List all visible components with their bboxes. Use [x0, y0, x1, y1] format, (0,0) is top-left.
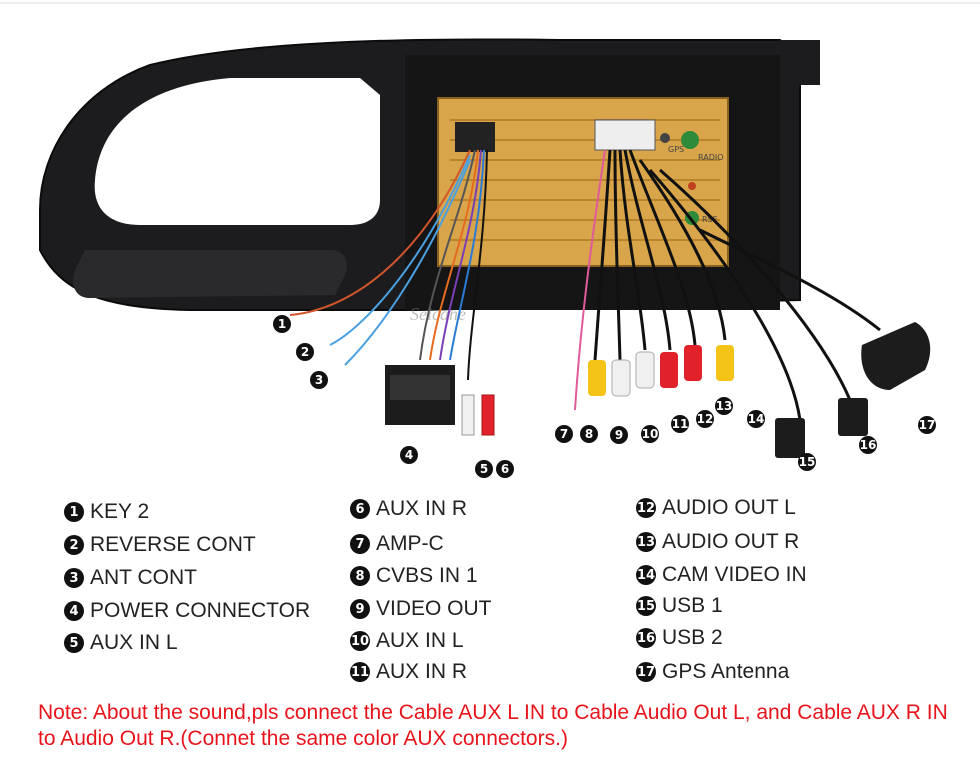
callout-9: 9 — [610, 426, 628, 444]
legend-label: AUX IN R — [376, 660, 468, 683]
rse-label: RSE — [702, 215, 718, 224]
legend-num: 14 — [636, 565, 656, 585]
legend-label: CVBS IN 1 — [376, 564, 478, 587]
legend-item-8: 8 CVBS IN 1 — [350, 564, 478, 588]
legend-label: USB 1 — [662, 594, 723, 617]
callout-2: 2 — [296, 343, 314, 361]
gps-antenna — [861, 322, 931, 390]
legend-num: 2 — [64, 535, 84, 555]
legend-num: 7 — [350, 534, 370, 554]
legend-num: 3 — [64, 568, 84, 588]
legend-item-9: 9 VIDEO OUT — [350, 597, 492, 621]
legend-item-4: 4 POWER CONNECTOR — [64, 599, 310, 623]
callout-11: 11 — [671, 415, 689, 433]
legend-num: 8 — [350, 566, 370, 586]
legend-item-6: 6 AUX IN R — [350, 497, 467, 521]
callout-10: 10 — [641, 425, 659, 443]
callout-12: 12 — [696, 410, 714, 428]
legend-num: 10 — [350, 631, 370, 651]
callout-6: 6 — [496, 460, 514, 478]
power-harness-socket — [455, 122, 495, 152]
legend-item-14: 14 CAM VIDEO IN — [636, 563, 807, 587]
legend-num: 6 — [350, 499, 370, 519]
watermark: Seicane — [410, 304, 466, 324]
legend-label: ANT CONT — [90, 566, 197, 589]
legend-label: AMP-C — [376, 532, 444, 555]
callout-5: 5 — [475, 460, 493, 478]
aux-rca-5-6 — [461, 394, 495, 436]
radio-antenna-port — [681, 131, 699, 149]
legend-item-16: 16 USB 2 — [636, 626, 723, 650]
legend-num: 15 — [636, 596, 656, 616]
head-unit-illustration: GPS RADIO RSE Seicane — [0, 2, 980, 458]
legend-label: REVERSE CONT — [90, 533, 256, 556]
callout-15: 15 — [798, 453, 816, 471]
rca-jacks — [588, 345, 734, 397]
legend-item-12: 12 AUDIO OUT L — [636, 496, 796, 520]
legend-num: 13 — [636, 532, 656, 552]
rca-cable-bundle — [574, 149, 881, 421]
usb1-plug — [775, 418, 805, 458]
legend-label: USB 2 — [662, 626, 723, 649]
usb2-plug — [838, 398, 868, 436]
callout-7: 7 — [555, 425, 573, 443]
legend-item-2: 2 REVERSE CONT — [64, 533, 256, 557]
legend-num: 1 — [64, 502, 84, 522]
legend-num: 5 — [64, 633, 84, 653]
legend-item-7: 7 AMP-C — [350, 532, 444, 556]
legend-item-15: 15 USB 1 — [636, 594, 723, 618]
legend-item-3: 3 ANT CONT — [64, 566, 197, 590]
legend-item-13: 13 AUDIO OUT R — [636, 530, 799, 554]
callout-8: 8 — [580, 425, 598, 443]
legend-item-1: 1 KEY 2 — [64, 500, 149, 524]
legend-num: 9 — [350, 599, 370, 619]
legend-num: 4 — [64, 601, 84, 621]
legend-num: 11 — [350, 662, 370, 682]
legend-num: 17 — [636, 662, 656, 682]
legend-item-10: 10 AUX IN L — [350, 629, 464, 653]
legend-label: AUDIO OUT L — [662, 496, 796, 519]
legend-num: 12 — [636, 498, 656, 518]
radio-label: RADIO — [698, 153, 724, 162]
legend-item-17: 17 GPS Antenna — [636, 660, 789, 684]
legend-label: AUX IN R — [376, 497, 468, 520]
callout-4: 4 — [400, 446, 418, 464]
legend-item-5: 5 AUX IN L — [64, 631, 178, 655]
legend-label: AUX IN L — [376, 629, 464, 652]
legend-label: KEY 2 — [90, 500, 150, 523]
legend-label: GPS Antenna — [662, 660, 790, 683]
legend-label: AUDIO OUT R — [662, 530, 800, 553]
legend-label: POWER CONNECTOR — [90, 599, 311, 622]
legend-label: CAM VIDEO IN — [662, 563, 807, 586]
legend-label: VIDEO OUT — [376, 597, 492, 620]
callout-1: 1 — [273, 315, 291, 333]
legend-label: AUX IN L — [90, 631, 178, 654]
power-harness-wires — [289, 149, 488, 381]
legend-item-11: 11 AUX IN R — [350, 660, 467, 684]
callout-3: 3 — [310, 371, 328, 389]
callout-17: 17 — [918, 416, 936, 434]
callout-13: 13 — [715, 397, 733, 415]
multi-pin-socket — [594, 119, 656, 151]
gps-port — [660, 133, 670, 143]
callout-14: 14 — [747, 410, 765, 428]
gps-label: GPS — [668, 145, 684, 154]
sound-note: Note: About the sound,pls connect the Ca… — [38, 701, 948, 750]
callout-16: 16 — [859, 436, 877, 454]
legend-num: 16 — [636, 628, 656, 648]
